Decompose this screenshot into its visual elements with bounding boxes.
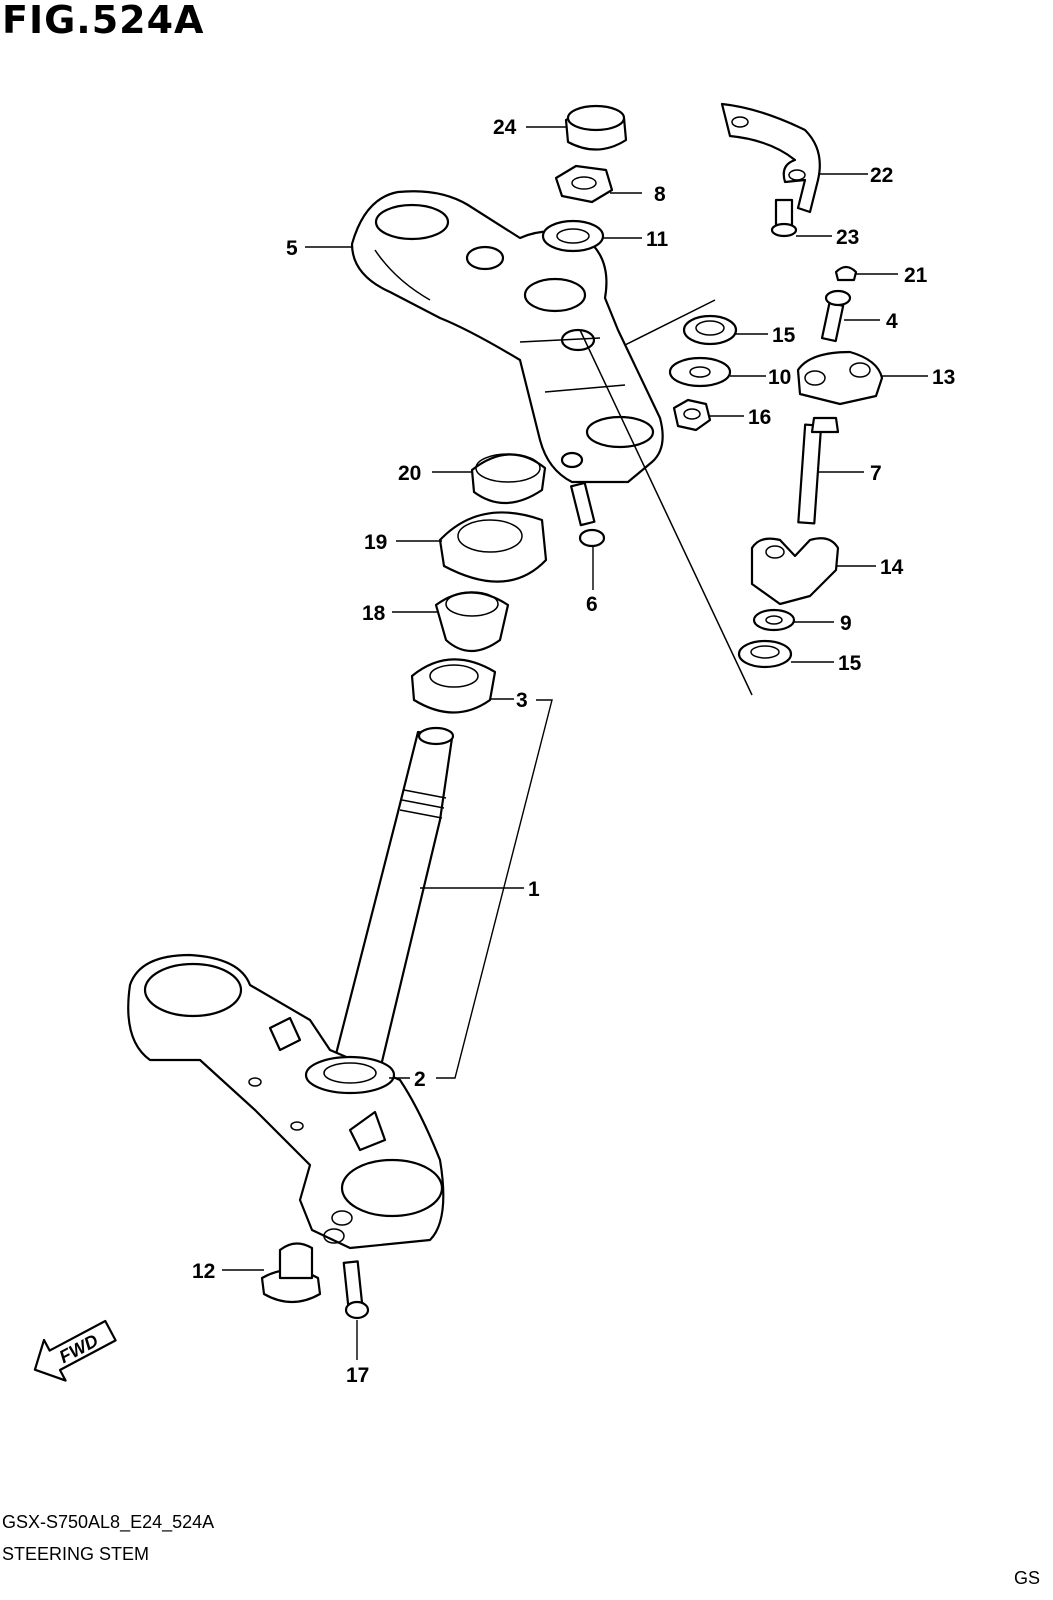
washer-15-top	[682, 314, 738, 346]
guide-line	[579, 329, 753, 696]
figure-caption: STEERING STEM	[2, 1544, 150, 1564]
stem-shaft-1	[332, 726, 455, 1072]
bolt-17	[342, 1260, 364, 1308]
washer-10	[668, 356, 732, 388]
callout-11: 11	[646, 228, 669, 251]
callout-15-bottom: 15	[838, 652, 862, 675]
callout-labels: 24 8 11 5 22 23 21 4 15 10 13 16 7 20 19…	[192, 116, 955, 1387]
callout-17: 17	[346, 1364, 369, 1387]
guide-line-top	[624, 299, 716, 346]
callout-22: 22	[870, 164, 893, 187]
leader-lines	[222, 126, 928, 1360]
callout-5: 5	[286, 237, 298, 260]
clamp-plate-22	[720, 102, 821, 214]
callout-21: 21	[904, 264, 928, 287]
callout-4: 4	[886, 310, 898, 333]
nut-8	[554, 164, 614, 204]
callout-18: 18	[362, 602, 386, 625]
holder-13	[796, 350, 884, 406]
lower-bracket	[127, 953, 445, 1250]
corner-text: GS	[1014, 1568, 1041, 1588]
figure-code: GSX-S750AL8_E24_524A	[2, 1512, 215, 1532]
bolt-4	[820, 301, 845, 343]
fwd-arrow: FWD	[33, 1319, 117, 1382]
callout-8: 8	[654, 183, 666, 206]
bolt-6	[570, 481, 596, 527]
seal-19	[438, 511, 548, 583]
bolt-23	[774, 198, 794, 228]
callout-12: 12	[192, 1260, 215, 1283]
callout-13: 13	[932, 366, 955, 389]
bolt-7	[797, 423, 823, 525]
race-3	[410, 658, 497, 714]
callout-10: 10	[768, 366, 791, 389]
callout-15-top: 15	[772, 324, 796, 347]
callout-24: 24	[493, 116, 517, 139]
washer-9	[752, 608, 796, 632]
callout-7: 7	[870, 462, 882, 485]
cap-21	[834, 265, 858, 282]
washer-15-bottom	[737, 639, 793, 669]
callout-19: 19	[364, 531, 387, 554]
cap-24	[564, 104, 628, 151]
washer-11	[541, 219, 605, 253]
locknut-20	[470, 453, 547, 505]
callout-14: 14	[880, 556, 904, 579]
callout-16: 16	[748, 406, 771, 429]
figure-title: FIG.524A	[2, 0, 205, 42]
callout-6: 6	[586, 593, 598, 616]
upper-bracket	[350, 190, 664, 484]
nut-16	[672, 398, 712, 432]
callout-2: 2	[414, 1068, 426, 1091]
callout-20: 20	[398, 462, 421, 485]
callout-23: 23	[836, 226, 859, 249]
callout-9: 9	[840, 612, 852, 635]
callout-3: 3	[516, 689, 528, 712]
holder-14	[750, 537, 840, 606]
callout-1: 1	[528, 878, 540, 901]
